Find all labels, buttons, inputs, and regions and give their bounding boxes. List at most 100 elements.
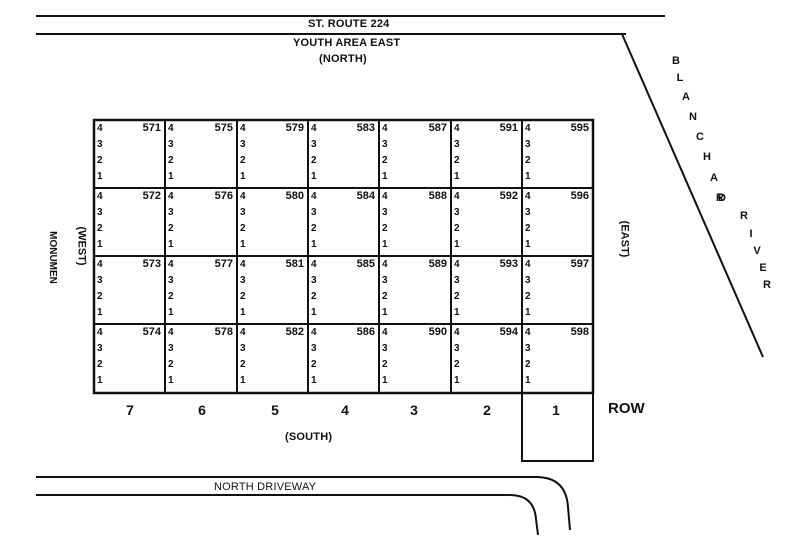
lot-number: 2 — [382, 359, 388, 370]
river-letter: A — [682, 91, 690, 103]
row-number: 4 — [341, 402, 349, 418]
lot-number: 4 — [525, 123, 531, 134]
lot-number: 2 — [240, 359, 246, 370]
lot-number: 2 — [454, 291, 460, 302]
lot-number: 3 — [240, 343, 246, 354]
lot-number: 2 — [525, 291, 531, 302]
plot-number: 586 — [356, 326, 375, 338]
lot-number: 2 — [454, 223, 460, 234]
lot-number: 3 — [525, 139, 531, 150]
lot-number: 3 — [525, 275, 531, 286]
lot-number: 2 — [454, 359, 460, 370]
lot-number: 1 — [240, 171, 246, 182]
lot-number: 4 — [168, 191, 174, 202]
lot-number: 1 — [525, 239, 531, 250]
lot-number: 4 — [311, 259, 317, 270]
lot-number: 1 — [311, 239, 317, 250]
lot-number: 1 — [311, 307, 317, 318]
plot-number: 593 — [499, 258, 518, 270]
st-route-224-label: ST. ROUTE 224 — [308, 18, 390, 30]
lot-number: 4 — [97, 191, 103, 202]
lot-number: 3 — [311, 275, 317, 286]
lot-number: 1 — [525, 171, 531, 182]
lot-number: 3 — [97, 207, 103, 218]
row-number: 5 — [271, 402, 279, 418]
plot-number: 580 — [285, 190, 304, 202]
lot-number: 1 — [97, 239, 103, 250]
youth-area-east-label: YOUTH AREA EAST — [293, 37, 401, 49]
lot-number: 2 — [311, 223, 317, 234]
lot-number: 2 — [168, 155, 174, 166]
lot-number: 2 — [97, 359, 103, 370]
lot-number: 3 — [240, 275, 246, 286]
plot-number: 572 — [142, 190, 161, 202]
plot-number: 579 — [285, 122, 304, 134]
lot-number: 3 — [382, 139, 388, 150]
lot-number: 1 — [454, 307, 460, 318]
lot-number: 2 — [240, 155, 246, 166]
lot-number: 2 — [97, 291, 103, 302]
lot-number: 2 — [97, 223, 103, 234]
lot-number: 4 — [454, 191, 460, 202]
plot-number: 588 — [428, 190, 447, 202]
lot-number: 1 — [97, 171, 103, 182]
lot-number: 4 — [382, 123, 388, 134]
river-letter: A — [710, 172, 718, 184]
river-bank-line — [621, 33, 764, 358]
lot-number: 3 — [454, 207, 460, 218]
lot-number: 4 — [97, 327, 103, 338]
lot-number: 3 — [382, 207, 388, 218]
north-direction-label: (NORTH) — [319, 53, 367, 65]
plot-cell[interactable]: 572 4 3 2 1 — [94, 188, 165, 256]
lot-number: 4 — [454, 123, 460, 134]
lot-number: 1 — [525, 307, 531, 318]
monument-partial-label: MONUMEN — [46, 231, 58, 284]
plot-number: 590 — [428, 326, 447, 338]
lot-number: 1 — [454, 239, 460, 250]
lot-number: 2 — [311, 155, 317, 166]
plot-number: 598 — [570, 326, 589, 338]
lot-number: 1 — [454, 171, 460, 182]
lot-number: 4 — [382, 259, 388, 270]
lot-number: 2 — [97, 155, 103, 166]
river-letter: B — [672, 55, 680, 67]
lot-number: 3 — [168, 207, 174, 218]
lot-number: 4 — [311, 327, 317, 338]
plot-number: 583 — [356, 122, 375, 134]
plot-number: 577 — [214, 258, 233, 270]
east-direction-label: (EAST) — [618, 220, 631, 258]
lot-number: 2 — [240, 223, 246, 234]
river-letter: V — [753, 245, 761, 257]
lot-number: 2 — [382, 223, 388, 234]
row-number: 1 — [552, 402, 560, 418]
west-direction-label: (WEST) — [75, 226, 88, 266]
row-number: 7 — [126, 402, 134, 418]
